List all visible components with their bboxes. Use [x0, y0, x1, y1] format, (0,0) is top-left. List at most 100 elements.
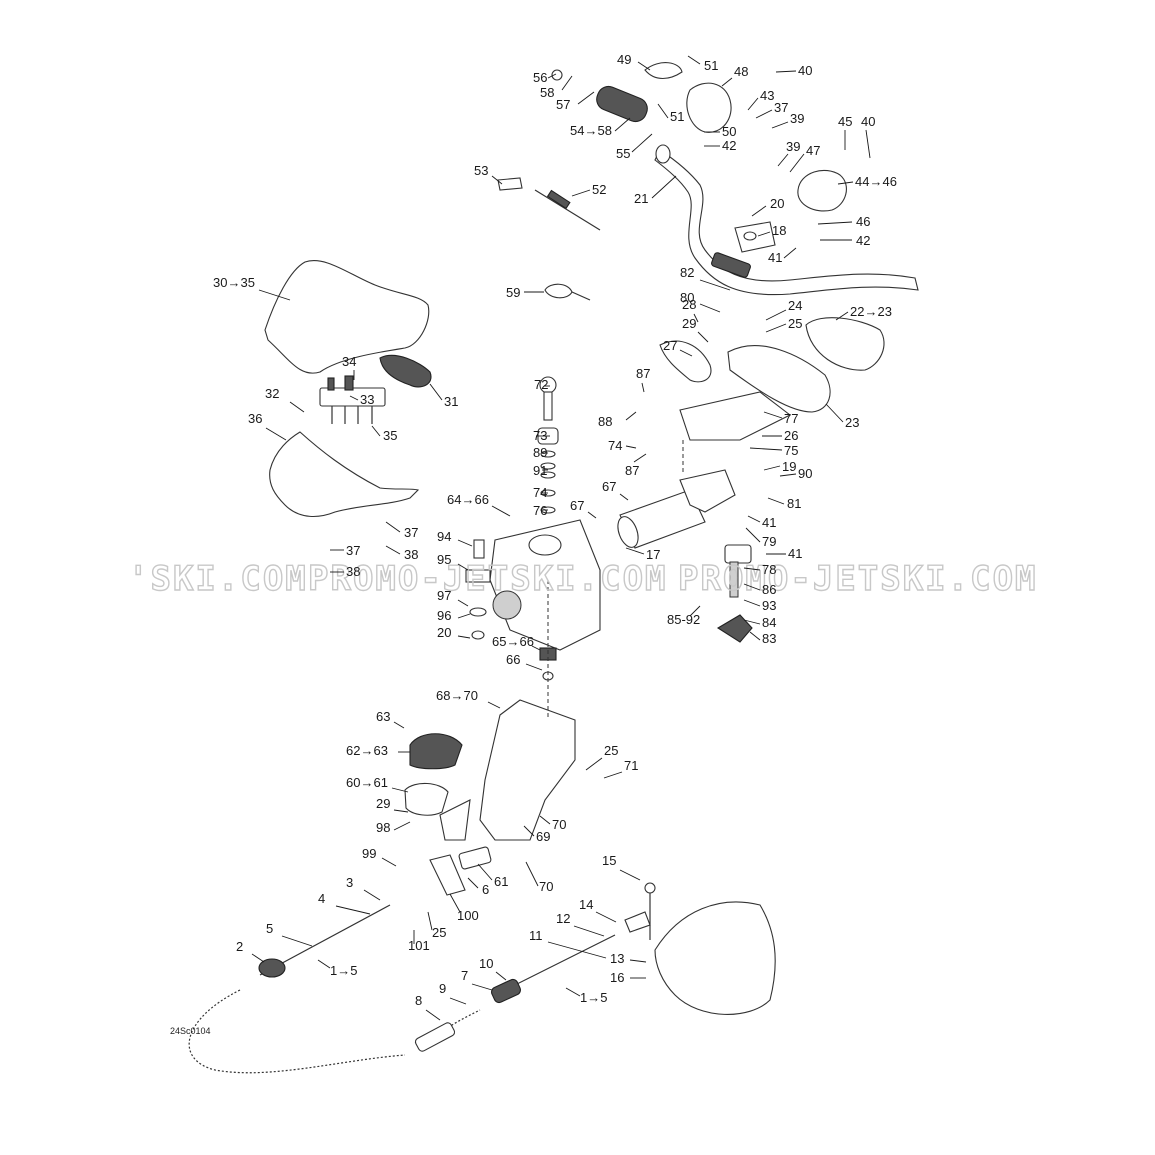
part-callout-label: 85-92: [667, 612, 700, 627]
part-callout-label: 40: [798, 63, 812, 78]
part-callout-label: 67: [570, 498, 584, 513]
part-callout-label: 37: [346, 543, 360, 558]
callout-leader-line: [641, 382, 645, 393]
callout-leader-line: [547, 941, 607, 959]
part-callout-label: 1→5: [580, 990, 607, 1005]
part-callout-label: 75: [784, 443, 798, 458]
callout-leader-line: [771, 121, 789, 129]
callout-leader-line: [835, 311, 849, 321]
part-callout-label: 10: [479, 956, 493, 971]
part-callout-label: 71: [624, 758, 638, 773]
part-callout-label: 55: [616, 146, 630, 161]
callout-leader-line: [587, 511, 597, 519]
part-callout-label: 51: [670, 109, 684, 124]
part-callout-label: 24: [788, 298, 802, 313]
part-callout-label: 5: [266, 921, 273, 936]
callout-leader-line: [457, 539, 473, 547]
part-callout-label: 68→70: [436, 688, 478, 703]
part-callout-label: 42: [856, 233, 870, 248]
handlebar-padding: [264, 260, 430, 374]
callout-leader-line: [693, 313, 699, 323]
callout-leader-line: [491, 175, 503, 185]
part-callout-label: 25: [788, 316, 802, 331]
part-callout-label: 12: [556, 911, 570, 926]
callout-leader-line: [629, 959, 647, 963]
throttle-lever: [644, 62, 683, 80]
callout-leader-line: [743, 567, 761, 571]
part-callout-label: 80: [680, 290, 694, 305]
part-callout-label: 35: [383, 428, 397, 443]
callout-leader-line: [393, 721, 405, 729]
callout-leader-line: [539, 815, 551, 825]
spring-cover: [711, 252, 751, 278]
callout-leader-line: [614, 117, 631, 132]
callout-leader-line: [457, 599, 469, 607]
washer: [469, 607, 487, 617]
callout-leader-line: [471, 983, 493, 991]
callout-leader-line: [523, 825, 535, 837]
callout-leader-line: [619, 869, 641, 881]
part-callout-label: 61: [494, 874, 508, 889]
part-callout-label: 48: [734, 64, 748, 79]
callout-leader-line: [721, 77, 733, 87]
part-callout-label: 44→46: [855, 174, 897, 189]
callout-leader-line: [633, 453, 647, 463]
part-callout-label: 62→63: [346, 743, 388, 758]
callout-leader-line: [837, 181, 854, 185]
part-callout-label: 34: [342, 354, 356, 369]
callout-leader-line: [679, 349, 693, 357]
callout-leader-line: [763, 411, 783, 419]
part-callout-label: 100: [457, 908, 479, 923]
part-callout-label: 13: [610, 951, 624, 966]
part-callout-label: 3: [346, 875, 353, 890]
watermark-text: 'SKI.COM: [128, 559, 308, 599]
callout-leader-line: [625, 547, 645, 555]
part-callout-label: 72: [534, 377, 548, 392]
callout-leader-line: [817, 221, 853, 225]
part-callout-label: 93: [762, 598, 776, 613]
part-callout-label: 16: [610, 970, 624, 985]
callout-leader-line: [595, 911, 617, 923]
callout-leader-line: [457, 563, 469, 571]
part-callout-label: 56: [533, 70, 547, 85]
part-callout-label: 97: [437, 588, 451, 603]
support-pad: [805, 317, 885, 371]
callout-leader-line: [547, 73, 557, 79]
part-callout-label: 70: [552, 817, 566, 832]
part-callout-label: 78: [762, 562, 776, 577]
washer: [540, 471, 556, 479]
callout-leader-line: [425, 1009, 441, 1021]
callout-leader-line: [487, 701, 501, 709]
part-callout-label: 14: [579, 897, 593, 912]
column-support: [727, 345, 831, 413]
part-callout-label: 98: [376, 820, 390, 835]
part-callout-label: 22→23: [850, 304, 892, 319]
tie-clip: [544, 283, 573, 299]
part-callout-label: 45: [838, 114, 852, 129]
part-callout-label: 64→66: [447, 492, 489, 507]
callout-leader-line: [755, 109, 773, 119]
part-callout-label: 25: [432, 925, 446, 940]
shim: [465, 569, 491, 583]
part-callout-label: 40: [861, 114, 875, 129]
callout-leader-line: [525, 663, 543, 671]
part-callout-label: 87: [625, 463, 639, 478]
callout-leader-line: [767, 497, 785, 505]
part-callout-label: 89: [533, 445, 547, 460]
part-callout-label: 2: [236, 939, 243, 954]
part-callout-label: 20: [770, 196, 784, 211]
part-callout-label: 70: [539, 879, 553, 894]
cable-loop: [188, 989, 406, 1074]
part-callout-label: 20: [437, 625, 451, 640]
callout-leader-line: [625, 445, 637, 449]
callout-leader-line: [289, 401, 305, 413]
part-callout-label: 76: [533, 503, 547, 518]
callout-leader-line: [631, 133, 653, 153]
part-callout-label: 50: [722, 124, 736, 139]
part-callout-label: 90: [798, 466, 812, 481]
switch-plate: [379, 354, 432, 388]
part-callout-label: 59: [506, 285, 520, 300]
part-callout-label: 63: [376, 709, 390, 724]
callout-leader-line: [651, 175, 677, 199]
callout-leader-line: [491, 505, 511, 517]
